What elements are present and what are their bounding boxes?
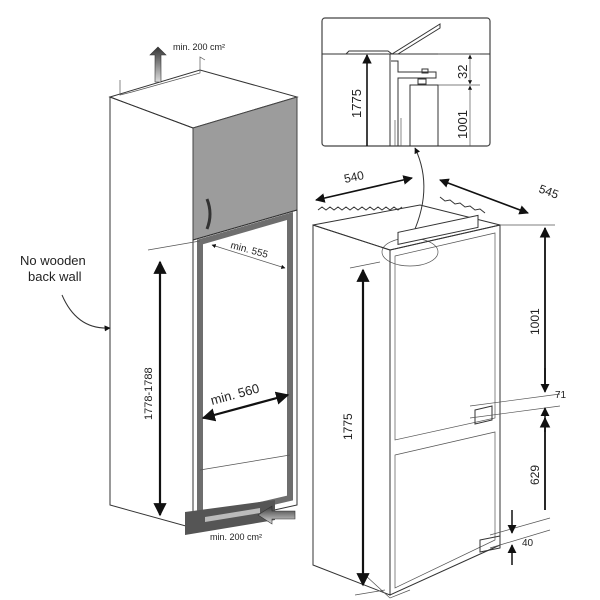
vent-bottom-label: min. 200 cm² — [210, 532, 262, 542]
fridge-foot — [479, 535, 501, 553]
vent-up-arrow-icon — [149, 46, 167, 83]
inset-lower-height-label: 1001 — [455, 110, 470, 139]
fridge-height-label: 1775 — [341, 413, 355, 440]
inset-total-height-label: 1775 — [349, 89, 364, 118]
inset-pointer-arrow — [409, 147, 425, 241]
back-wall-pointer-arrow — [61, 294, 111, 332]
inset-hinge-gap-label: 32 — [455, 65, 470, 79]
fridge-side — [312, 224, 391, 596]
niche-height-label: 1778-1788 — [143, 367, 155, 420]
vent-in-arrow-icon — [257, 505, 296, 525]
fridge-upper-height-label: 1001 — [528, 308, 542, 335]
cabinet-side-panel — [109, 96, 194, 529]
vent-top-label: min. 200 cm² — [173, 42, 225, 52]
niche-depth-label: min. 555 — [229, 240, 269, 261]
cabinet — [108, 56, 299, 535]
fridge-width-label: 540 — [343, 168, 366, 186]
back-wall-note-line1: No wooden — [20, 253, 86, 268]
fridge-depth-label: 545 — [537, 182, 561, 202]
fridge-bottom-gap-label: 40 — [522, 538, 534, 549]
back-wall-note-line2: back wall — [28, 269, 82, 284]
niche-frame — [192, 209, 298, 529]
hinge-upper — [474, 405, 493, 425]
hinge-detail-inset — [321, 17, 491, 147]
door-handle — [205, 198, 212, 230]
plinth-vent — [205, 508, 260, 522]
fridge — [312, 204, 501, 599]
fridge-gap-label: 71 — [555, 390, 567, 401]
fridge-lower-door-label: 629 — [528, 465, 542, 485]
